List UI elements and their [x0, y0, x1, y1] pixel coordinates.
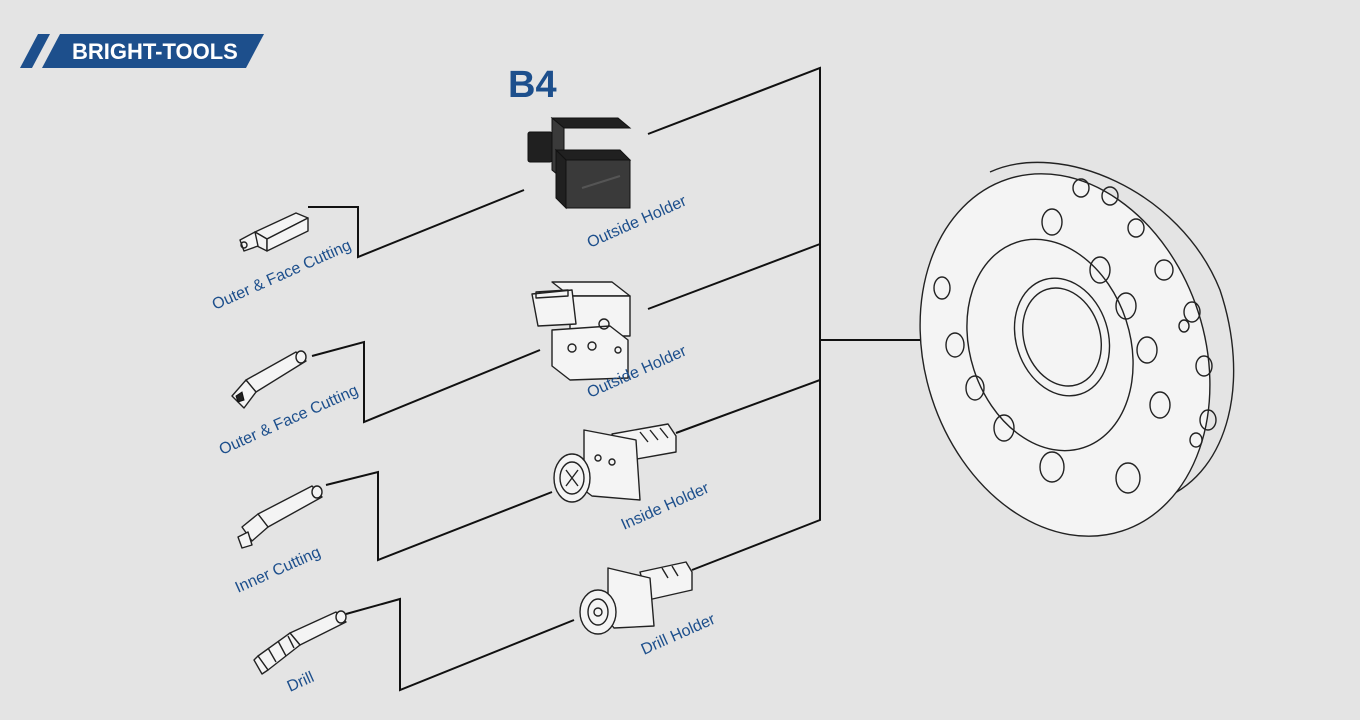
brand-name: BRIGHT-TOOLS: [72, 39, 238, 64]
model-title: B4: [508, 64, 557, 106]
tool-label: Outer & Face Cutting: [210, 237, 354, 314]
tool-label: Inner Cutting: [233, 544, 324, 597]
drill-holder-icon: [579, 561, 693, 635]
drill-bit-icon: [253, 610, 347, 675]
outside-holder-line-icon: [531, 281, 631, 381]
turret-disk-icon: [919, 161, 1235, 537]
boring-bar-icon: [237, 485, 323, 549]
outside-holder-black-icon: [527, 116, 632, 210]
brand-logo: BRIGHT-TOOLS: [20, 34, 264, 68]
tool-label: Drill: [285, 669, 317, 696]
turning-tool-round-icon: [231, 350, 307, 409]
turning-tool-square-icon: [239, 212, 309, 252]
connector-lines: [308, 66, 950, 692]
inside-holder-icon: [553, 423, 677, 503]
